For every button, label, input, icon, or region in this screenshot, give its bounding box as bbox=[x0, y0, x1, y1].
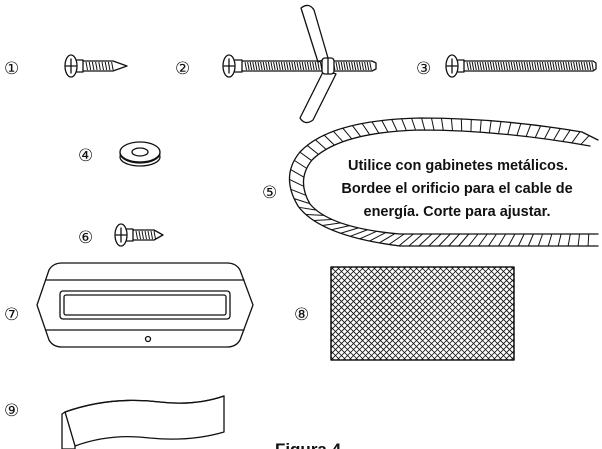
wood-screw-icon bbox=[64, 54, 128, 78]
toggle-bolt-icon bbox=[222, 4, 377, 124]
marker-3: ③ bbox=[416, 59, 431, 78]
marker-1: ① bbox=[4, 59, 19, 78]
machine-screw-icon bbox=[445, 54, 597, 78]
item-8-foam-filter: ⑧ bbox=[294, 266, 515, 361]
cover-bracket-icon bbox=[36, 262, 254, 348]
marker-8: ⑧ bbox=[294, 305, 309, 324]
item-1-wood-screw: ① bbox=[4, 54, 128, 78]
marker-5: ⑤ bbox=[262, 183, 277, 202]
edge-strip-note: Utilice con gabinetes metálicos. Bordee … bbox=[341, 158, 572, 220]
small-screw-icon bbox=[114, 223, 164, 247]
note-line-1: Utilice con gabinetes metálicos. bbox=[348, 158, 568, 174]
item-3-machine-screw: ③ bbox=[416, 54, 597, 78]
note-line-2: Bordee el orificio para el cable de bbox=[341, 181, 572, 197]
marker-2: ② bbox=[175, 59, 190, 78]
marker-6: ⑥ bbox=[78, 228, 93, 247]
foam-strip-icon bbox=[61, 395, 225, 449]
item-2-toggle-bolt: ② bbox=[175, 4, 377, 124]
item-9-foam-strip: ⑨ bbox=[4, 395, 225, 449]
marker-7: ⑦ bbox=[4, 305, 19, 324]
item-6-small-screw: ⑥ bbox=[78, 223, 164, 247]
edge-strip-icon bbox=[288, 117, 599, 247]
foam-filter-icon bbox=[330, 266, 515, 361]
item-5-edge-strip: ⑤ Utilice con gabinetes metálicos. Borde… bbox=[262, 117, 599, 247]
washer-icon bbox=[119, 141, 161, 167]
marker-4: ④ bbox=[78, 146, 93, 165]
note-line-3: energía. Corte para ajustar. bbox=[364, 204, 551, 220]
item-4-washer: ④ bbox=[78, 141, 161, 167]
figure-caption: Figura 4 bbox=[275, 440, 342, 449]
marker-9: ⑨ bbox=[4, 401, 19, 420]
item-7-cover-bracket: ⑦ bbox=[4, 262, 254, 348]
